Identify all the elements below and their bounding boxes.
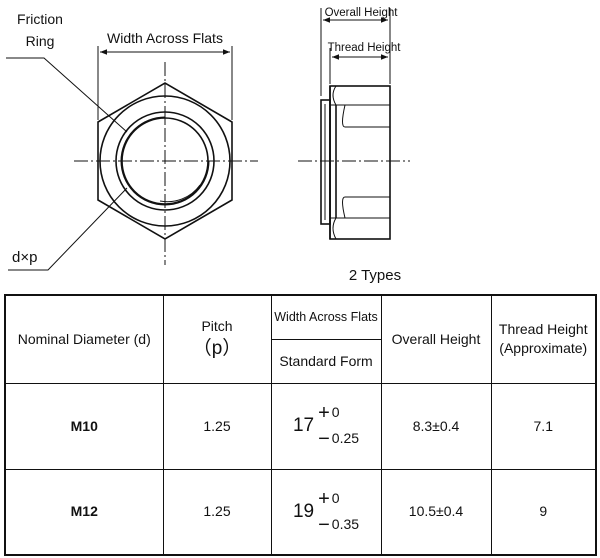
friction-ring-label-line1: Friction bbox=[17, 11, 63, 27]
nut-body-side bbox=[329, 85, 391, 240]
header-width-across-flats: Width Across Flats bbox=[270, 294, 382, 340]
cell-pitch: 1.25 bbox=[162, 468, 272, 556]
cell-width-across-flats: 19 +0 −0.35 bbox=[270, 468, 382, 556]
waf-label: Width Across Flats bbox=[107, 30, 223, 46]
table-row: M10 1.25 17 +0 −0.25 8.3±0.4 7.1 bbox=[4, 382, 597, 470]
table-row: M12 1.25 19 +0 −0.35 10.5±0.4 9 bbox=[4, 468, 597, 556]
cell-size: M12 bbox=[4, 468, 164, 556]
friction-collar bbox=[320, 99, 331, 225]
cell-thread-height: 7.1 bbox=[490, 382, 597, 470]
thread-height-label: Thread Height bbox=[328, 42, 402, 54]
nut-technical-drawing: Width Across Flats Friction Ring d×p Ove… bbox=[6, 7, 410, 271]
dxp-leader bbox=[8, 187, 128, 271]
cell-thread-height: 9 bbox=[490, 468, 597, 556]
thread-arc-inner bbox=[159, 184, 201, 203]
header-nominal-diameter: Nominal Diameter (d) bbox=[4, 294, 164, 384]
friction-ring-leader bbox=[6, 57, 128, 133]
header-thread-height: Thread Height (Approximate) bbox=[490, 294, 597, 384]
side-view: Overall Height Thread Height bbox=[298, 7, 410, 240]
hex-outline bbox=[97, 82, 233, 240]
spec-table: Nominal Diameter (d) Pitch （p） Width Acr… bbox=[4, 294, 597, 556]
front-view: Width Across Flats Friction Ring d×p bbox=[6, 11, 258, 271]
types-caption: 2 Types bbox=[348, 267, 402, 284]
dxp-label: d×p bbox=[12, 249, 37, 266]
overall-height-label: Overall Height bbox=[325, 7, 399, 19]
header-standard-form: Standard Form bbox=[270, 338, 382, 384]
cell-overall-height: 10.5±0.4 bbox=[380, 468, 492, 556]
cell-pitch: 1.25 bbox=[162, 382, 272, 470]
cell-size: M10 bbox=[4, 382, 164, 470]
friction-ring-label-line2: Ring bbox=[26, 33, 55, 49]
cell-overall-height: 8.3±0.4 bbox=[380, 382, 492, 470]
header-overall-height: Overall Height bbox=[380, 294, 492, 384]
cell-width-across-flats: 17 +0 −0.25 bbox=[270, 382, 382, 470]
header-pitch: Pitch （p） bbox=[162, 294, 272, 384]
thread-arc bbox=[120, 116, 210, 206]
